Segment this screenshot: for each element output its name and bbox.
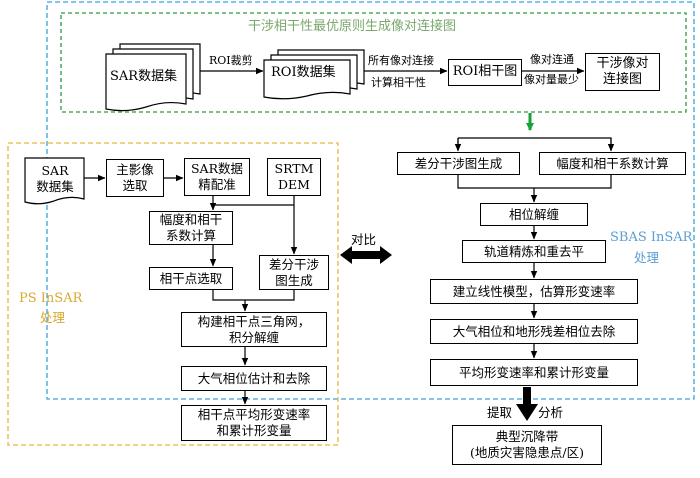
ps-region-title: PS InSAR — [19, 291, 83, 306]
compute-coherence-label: 计算相干性 — [371, 76, 426, 89]
srtm-dem-box: SRTM DEM — [267, 158, 321, 196]
sar-dataset-stack — [105, 43, 201, 112]
sbas-diff-interferogram-box: 差分干涉图生成 — [397, 152, 520, 175]
triangulation-box: 构建相干点三角网， 积分解缠 — [181, 312, 327, 347]
sbas-region-subtitle: 处理 — [634, 250, 660, 265]
ps-region-border — [7, 142, 339, 446]
orbit-refine-box: 轨道精炼和重去平 — [462, 240, 606, 263]
ps-diff-interferogram-box: 差分干涉 图生成 — [259, 255, 329, 290]
coregistration-box: SAR数据 精配准 — [184, 158, 250, 196]
atmo-estimation-box: 大气相位估计和去除 — [181, 366, 327, 391]
ps-mean-velocity-box: 相干点平均形变速率 和累计形变量 — [181, 405, 327, 441]
select-pairs-label-2: 像对量最少 — [524, 73, 579, 86]
top-region-title: 干涉相干性最优原则生成像对连接图 — [248, 19, 457, 34]
compare-label: 对比 — [351, 232, 377, 247]
coherent-points-box: 相干点选取 — [149, 267, 233, 290]
amp-coherence-box: 幅度和相干 系数计算 — [149, 211, 233, 245]
linear-model-box: 建立线性模型，估算形变速率 — [430, 279, 638, 304]
roi-dataset-stack — [263, 49, 365, 100]
roi-coherence-box: ROI相干图 — [448, 59, 522, 86]
sbas-branch-lines — [457, 137, 612, 150]
sbas-region-title: SBAS InSAR — [610, 230, 693, 245]
all-pairs-label: 所有像对连接 — [368, 54, 434, 67]
sbas-mean-velocity-box: 平均形变速率和累计形变量 — [430, 359, 638, 386]
sbas-amp-coherence-box: 幅度和相干系数计算 — [539, 152, 686, 175]
compare-double-arrow — [340, 246, 392, 264]
interferogram-graph-box: 干涉像对 连接图 — [585, 53, 660, 91]
ps-sar-dataset-label: SAR 数据集 — [36, 163, 74, 194]
select-pairs-label-1: 像对连通 — [530, 53, 574, 66]
roi-crop-label: ROI裁剪 — [209, 54, 253, 67]
extract-arrow — [516, 387, 538, 421]
atmo-removal-box: 大气相位和地形残差相位去除 — [430, 319, 638, 344]
analyze-label: 分析 — [538, 405, 564, 420]
ps-region-subtitle: 处理 — [40, 310, 66, 325]
roi-dataset-label: ROI数据集 — [271, 65, 336, 80]
extract-label: 提取 — [487, 405, 513, 420]
sar-dataset-label: SAR数据集 — [110, 69, 178, 84]
unwrapping-box: 相位解缠 — [480, 203, 588, 226]
ps-sar-dataset-shape — [24, 157, 85, 205]
result-box: 典型沉降带 (地质灾害隐患点/区) — [452, 425, 602, 465]
master-select-box: 主影像 选取 — [106, 159, 164, 197]
